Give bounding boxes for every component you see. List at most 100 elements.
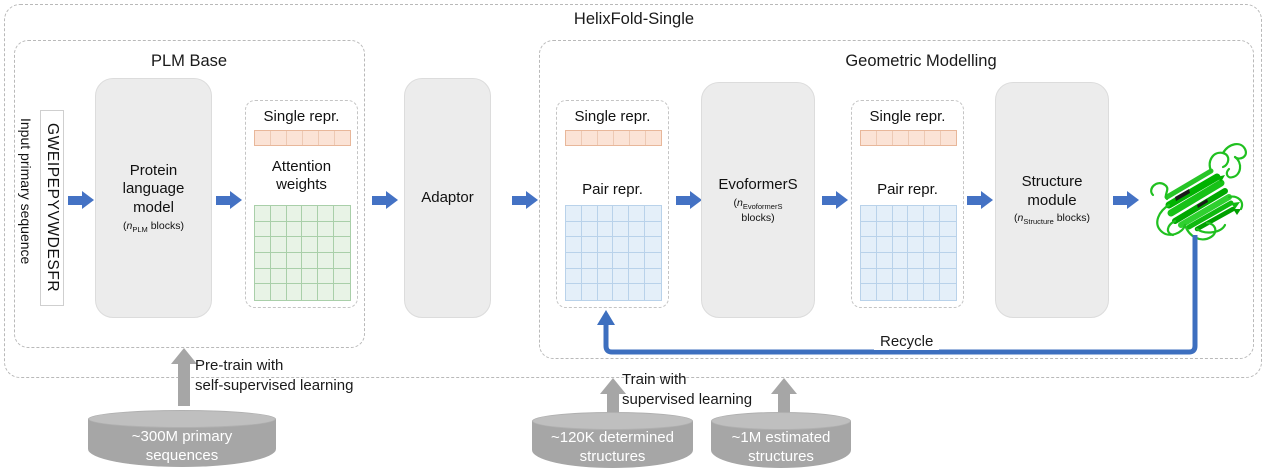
matrix-cell (286, 253, 303, 269)
arrow-pretrain-up (171, 348, 197, 406)
matrix-cell (645, 269, 661, 285)
plm-base-container (14, 40, 365, 348)
matrix-cell (613, 206, 630, 222)
matrix-cell (876, 221, 893, 238)
single-repr-cell (614, 131, 630, 145)
evoformer-pair-repr-label: Pair repr. (877, 181, 938, 198)
matrix-cell (255, 237, 271, 253)
matrix-cell (861, 268, 877, 285)
matrix-cell (629, 253, 646, 269)
single-repr-cell (335, 131, 350, 145)
matrix-cell (892, 237, 909, 253)
predicted-protein-structure (1145, 133, 1263, 251)
matrix-cell (318, 253, 335, 269)
matrix-cell (302, 284, 319, 300)
matrix-cell (270, 253, 287, 269)
single-repr-cell (319, 131, 335, 145)
matrix-cell (566, 221, 582, 238)
protein-structure-icon (1150, 143, 1247, 241)
module-protein-language-model[interactable]: Protein language model (nPLM blocks) (95, 78, 212, 318)
matrix-cell (861, 206, 877, 222)
single-repr-cell (255, 131, 271, 145)
evoformer-output-panel: Single repr. Pair repr. (851, 100, 964, 308)
module-adaptor[interactable]: Adaptor (404, 78, 491, 318)
matrix-cell (302, 253, 319, 269)
arrow-sequence-to-plm (68, 191, 94, 210)
matrix-cell (302, 206, 319, 222)
matrix-cell (581, 268, 598, 285)
matrix-cell (924, 221, 941, 238)
matrix-cell (924, 237, 941, 253)
single-repr-cell (941, 131, 956, 145)
matrix-cell (613, 237, 630, 253)
matrix-cell (924, 284, 941, 300)
arrow-train-determined-up (600, 378, 626, 414)
matrix-cell (629, 237, 646, 253)
database-determined-structures: ~120K determined structures (532, 412, 693, 472)
matrix-cell (924, 253, 941, 269)
matrix-cell (940, 237, 956, 253)
plm-output-panel: Single repr. Attention weights (245, 100, 358, 308)
geometric-modelling-title: Geometric Modelling (845, 52, 997, 70)
matrix-cell (629, 221, 646, 238)
matrix-cell (908, 221, 925, 238)
evoformer-single-repr-label: Single repr. (869, 108, 946, 125)
attention-weights-matrix (254, 205, 351, 301)
matrix-cell (286, 206, 303, 222)
input-sequence-caption: Input primary sequence (18, 118, 34, 265)
plm-single-repr-label: Single repr. (263, 108, 340, 125)
matrix-cell (940, 269, 956, 285)
matrix-cell (566, 253, 582, 269)
matrix-cell (940, 253, 956, 269)
matrix-cell (255, 284, 271, 300)
matrix-cell (581, 206, 598, 222)
adaptor-single-repr-label: Single repr. (574, 108, 651, 125)
module-structure[interactable]: Structure module (nStructure blocks) (995, 82, 1109, 318)
matrix-cell (334, 237, 350, 253)
database-primary-sequences-label: ~300M primary sequences (131, 428, 233, 464)
matrix-cell (645, 284, 661, 300)
matrix-cell (582, 284, 598, 300)
matrix-cell (893, 284, 909, 300)
arrow-plm-to-representation (216, 191, 242, 210)
matrix-cell (876, 237, 893, 253)
helixfold-single-container (4, 4, 1262, 378)
geometric-modelling-container (539, 40, 1254, 359)
matrix-cell (892, 268, 909, 285)
matrix-cell (334, 284, 350, 300)
matrix-cell (271, 284, 287, 300)
single-repr-cell (893, 131, 909, 145)
plm-base-title: PLM Base (150, 52, 228, 70)
matrix-cell (566, 237, 582, 253)
database-estimated-structures: ~1M estimated structures (711, 412, 851, 472)
matrix-cell (597, 206, 614, 222)
matrix-cell (302, 221, 319, 238)
single-repr-cell (877, 131, 893, 145)
matrix-cell (645, 253, 661, 269)
matrix-cell (334, 222, 350, 238)
adaptor-output-panel: Single repr. Pair repr. (556, 100, 669, 308)
matrix-cell (861, 253, 877, 269)
matrix-cell (597, 237, 614, 253)
matrix-cell (318, 284, 335, 300)
matrix-cell (270, 237, 287, 253)
matrix-cell (645, 237, 661, 253)
arrow-representation-to-evoformers (676, 191, 702, 210)
input-sequence-text: GWEIPEPYVWDESFR (44, 123, 61, 293)
database-determined-structures-label: ~120K determined structures (550, 429, 674, 465)
arrow-adaptor-to-geometric (512, 191, 538, 210)
single-repr-cell (598, 131, 614, 145)
matrix-cell (629, 206, 646, 222)
database-estimated-structures-label: ~1M estimated structures (731, 429, 831, 465)
matrix-cell (302, 237, 319, 253)
matrix-cell (318, 206, 335, 222)
matrix-cell (629, 284, 646, 300)
matrix-cell (645, 206, 661, 222)
single-repr-cell (287, 131, 303, 145)
matrix-cell (302, 268, 319, 285)
matrix-cell (876, 268, 893, 285)
matrix-cell (286, 237, 303, 253)
